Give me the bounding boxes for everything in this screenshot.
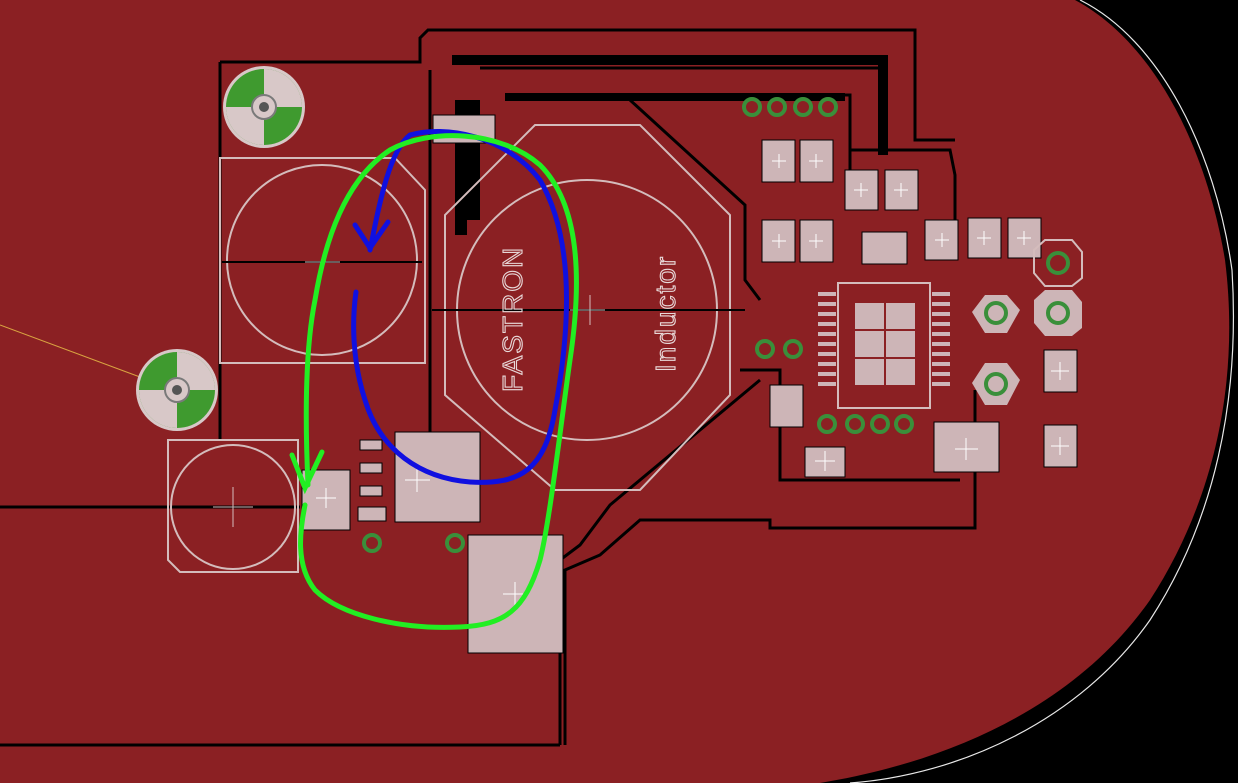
capacitor-c2 xyxy=(167,439,299,573)
inductor-brand-label: FASTRON xyxy=(497,246,528,392)
green-current-loop xyxy=(298,133,579,630)
arrow-icon xyxy=(352,219,391,253)
inductor-footprint xyxy=(432,124,745,491)
via-icon xyxy=(362,97,914,553)
inductor-type-label: Inductor xyxy=(650,255,681,372)
mounting-hole-icon xyxy=(136,349,218,431)
through-hole-pads xyxy=(972,239,1083,405)
smd-pads xyxy=(301,114,1078,654)
mounting-hole-icon xyxy=(223,66,305,148)
blue-current-loop xyxy=(351,128,569,485)
arrow-icon xyxy=(289,449,325,495)
board-outline xyxy=(849,0,1235,783)
pad-crosshairs xyxy=(316,154,1069,606)
qfn-ic xyxy=(818,282,950,409)
